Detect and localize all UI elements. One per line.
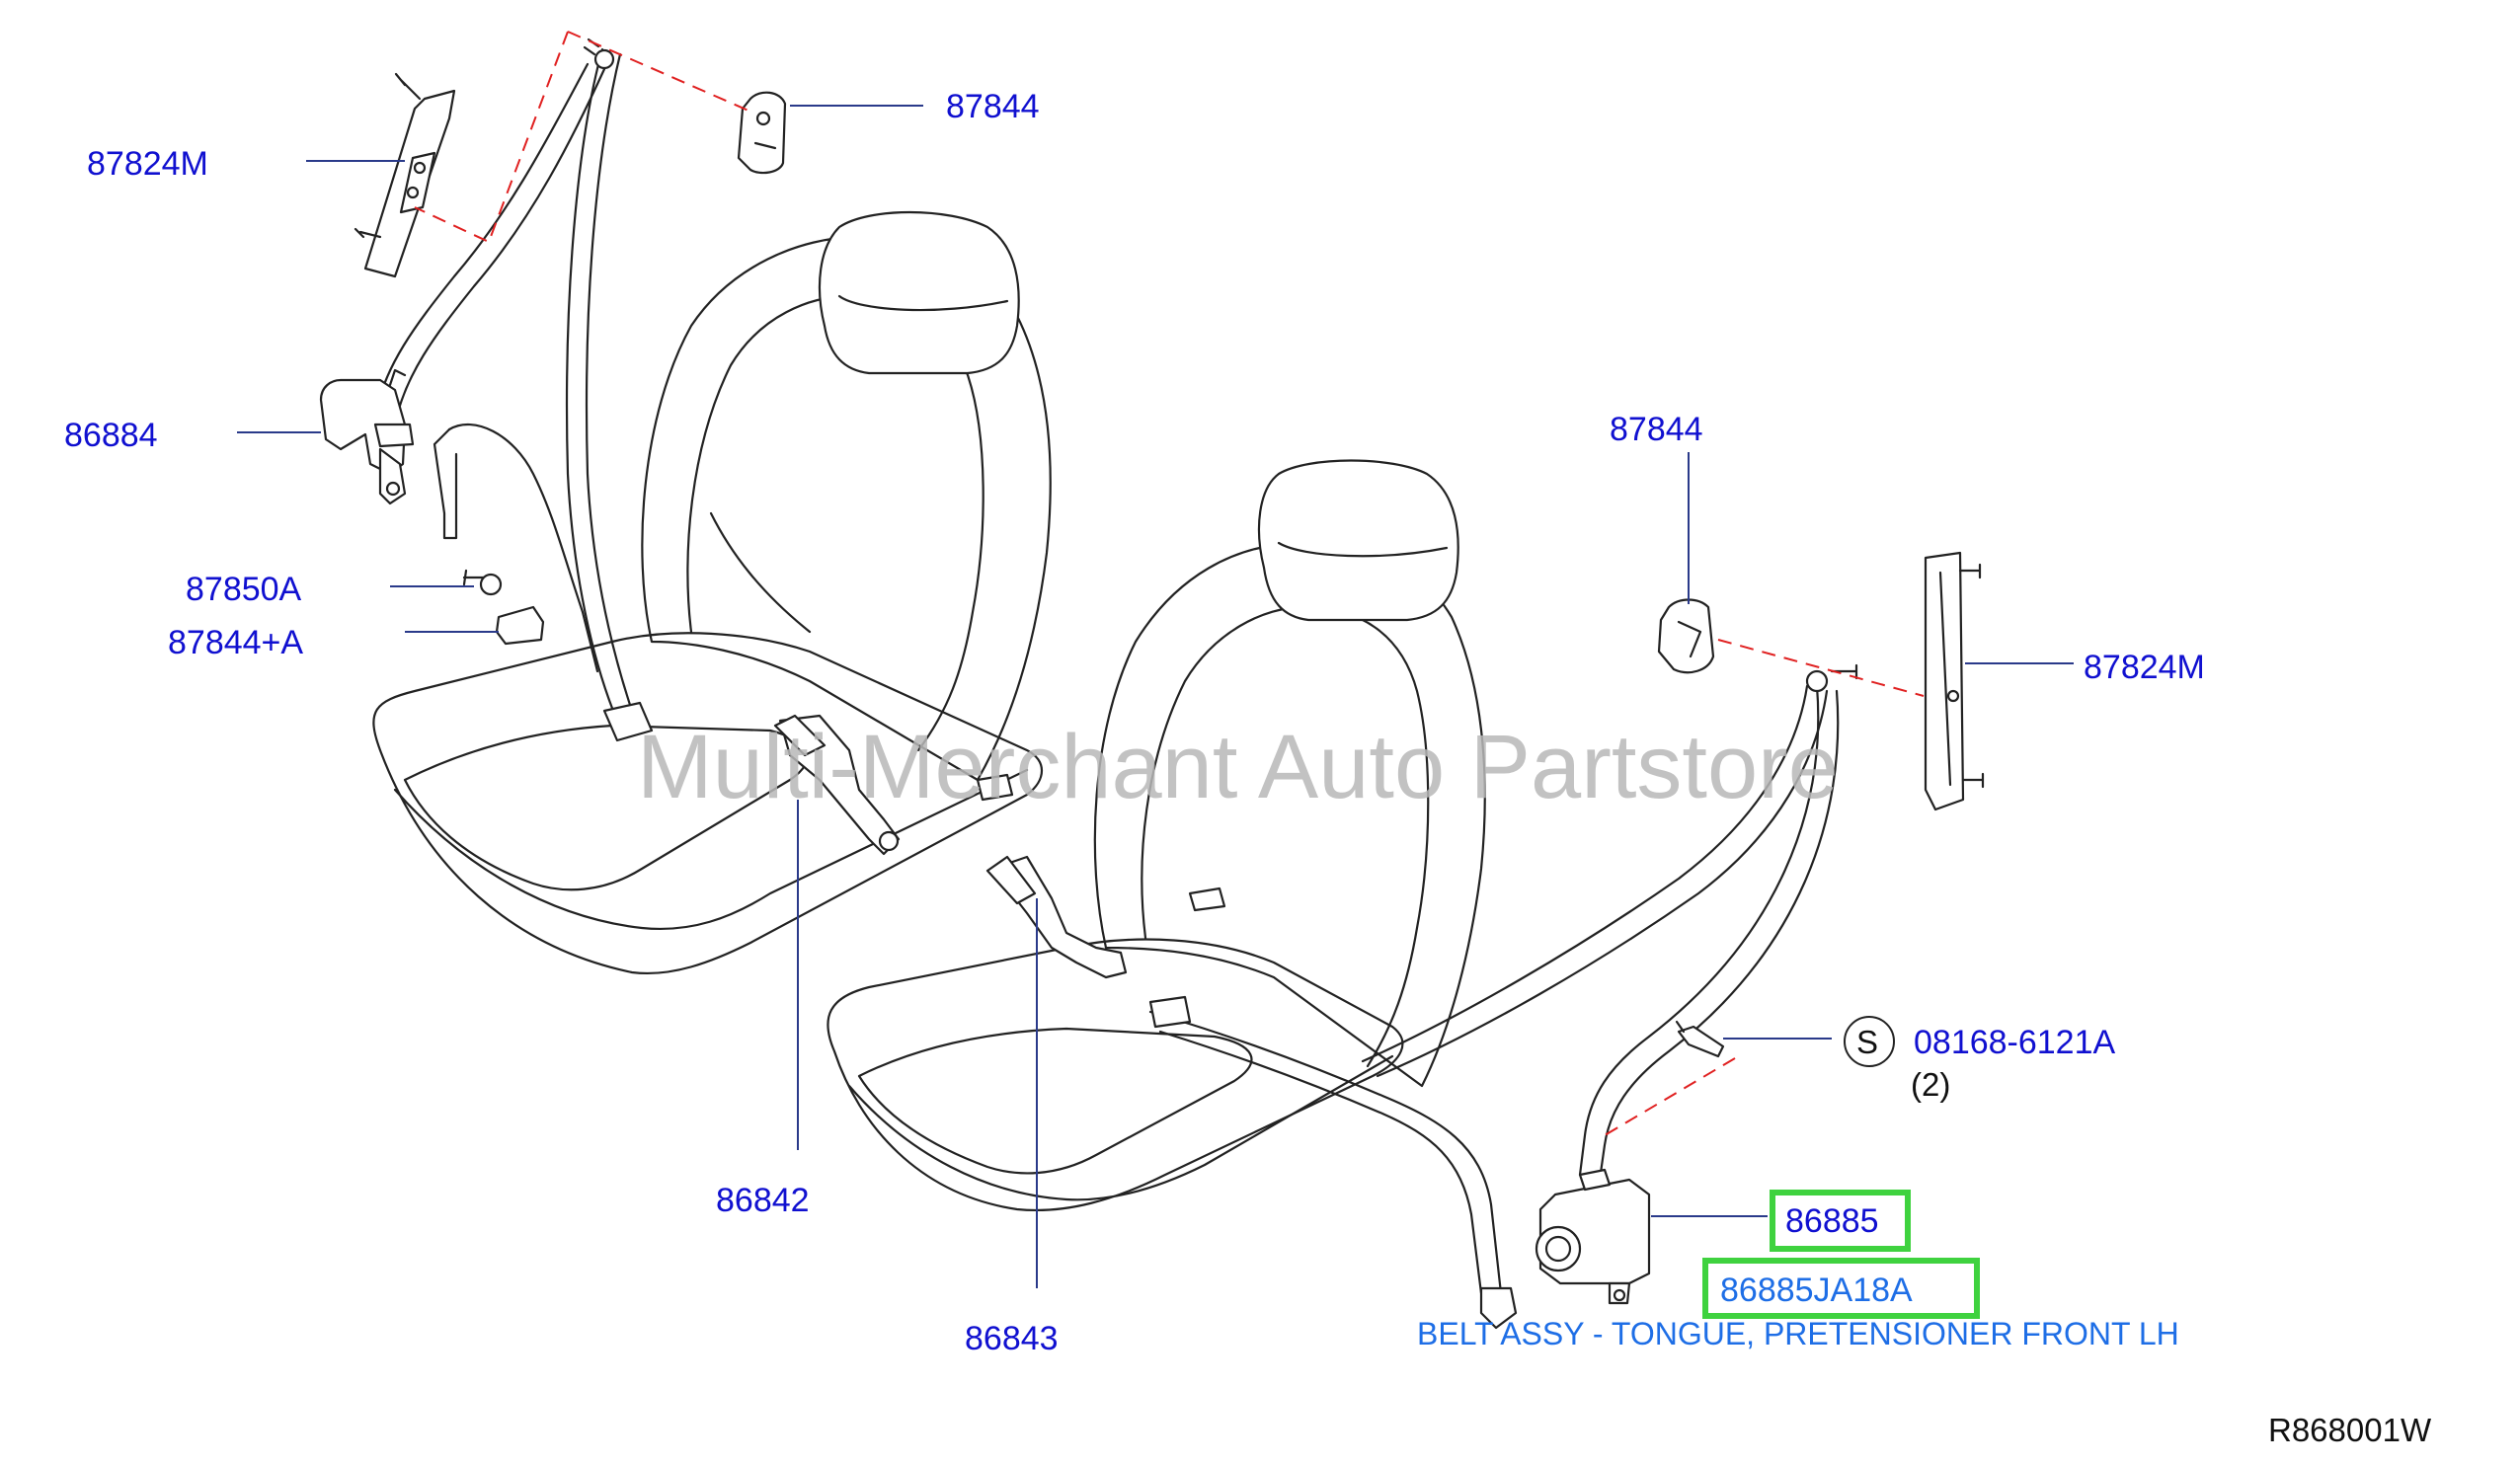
retractor-86884 — [319, 368, 415, 505]
diagram-code: R868001W — [2268, 1412, 2432, 1448]
label-87844-right[interactable]: 87844 — [1610, 411, 1703, 448]
label-87844-left[interactable]: 87844 — [946, 88, 1040, 125]
s-symbol-circle — [1844, 1016, 1895, 1067]
bolt-87850A — [462, 569, 503, 596]
guide-87844-left — [737, 91, 787, 175]
height-adjuster-right — [1830, 551, 1985, 811]
bolt-08168-6121A — [1675, 1020, 1725, 1058]
s-symbol: S — [1856, 1024, 1878, 1060]
right-seat-belt — [1148, 669, 1840, 1330]
guide-87844-right — [1657, 598, 1715, 674]
label-86843[interactable]: 86843 — [965, 1320, 1059, 1357]
part-description: BELT ASSY - TONGUE, PRETENSIONER FRONT L… — [1417, 1316, 2179, 1351]
highlight-box-86885JA18A — [1702, 1258, 1980, 1319]
label-08168-6121A[interactable]: 08168-6121A — [1914, 1024, 2116, 1061]
left-seat-belt — [373, 38, 654, 742]
cap-87844A — [495, 605, 545, 646]
highlight-box-86885 — [1770, 1190, 1911, 1252]
label-86884[interactable]: 86884 — [64, 417, 158, 454]
label-87824M-right[interactable]: 87824M — [2084, 649, 2205, 686]
label-86885[interactable]: 86885 — [1785, 1202, 1879, 1240]
label-87824M-left[interactable]: 87824M — [87, 145, 208, 183]
retractor-86885 — [1535, 1168, 1651, 1305]
watermark: Multi-Merchant Auto Partstore — [637, 717, 1839, 817]
label-87844A[interactable]: 87844+A — [168, 624, 303, 661]
label-87850A[interactable]: 87850A — [186, 571, 302, 608]
right-seat — [827, 459, 1486, 1212]
label-86842[interactable]: 86842 — [716, 1182, 810, 1219]
label-86885JA18A[interactable]: 86885JA18A — [1720, 1272, 1913, 1309]
height-adjuster-left — [354, 72, 456, 278]
left-seat — [372, 210, 1052, 975]
leader-lines — [237, 31, 2074, 1288]
label-bolt-qty: (2) — [1911, 1066, 1950, 1103]
